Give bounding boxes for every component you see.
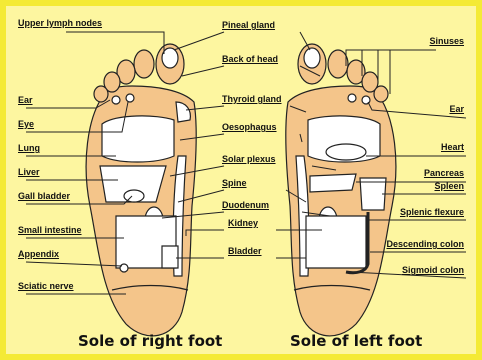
- label-pineal-gland: Pineal gland: [222, 20, 275, 31]
- label-liver: Liver: [18, 167, 40, 178]
- right-appendix-zone: [120, 264, 128, 272]
- left-eye-zone: [348, 94, 356, 102]
- label-appendix: Appendix: [18, 249, 59, 260]
- left-intestine-zone: [306, 216, 366, 268]
- label-small-intestine: Small intestine: [18, 225, 82, 236]
- right-ear-zone: [112, 96, 120, 104]
- label-upper-lymph-nodes: Upper lymph nodes: [18, 18, 102, 29]
- left-foot: [286, 44, 396, 336]
- label-eye: Eye: [18, 119, 34, 130]
- caption-right-foot: Sole of right foot: [78, 332, 222, 350]
- label-sciatic-nerve: Sciatic nerve: [18, 281, 74, 292]
- label-kidney: Kidney: [228, 218, 258, 229]
- label-ear-right-foot: Ear: [18, 95, 33, 106]
- label-duodenum: Duodenum: [222, 200, 269, 211]
- right-lung-zone: [102, 116, 174, 162]
- right-foot: [86, 44, 196, 336]
- label-sigmoid-colon: Sigmoid colon: [402, 265, 464, 276]
- right-toe-5: [94, 86, 108, 102]
- right-gall-bladder-zone: [124, 190, 144, 202]
- right-toe-2: [134, 50, 154, 78]
- left-toe-5: [374, 86, 388, 102]
- label-heart: Heart: [441, 142, 464, 153]
- label-lung: Lung: [18, 143, 40, 154]
- label-ear-left-foot: Ear: [449, 104, 464, 115]
- label-spine: Spine: [222, 178, 247, 189]
- left-toe-2: [328, 50, 348, 78]
- label-sinuses: Sinuses: [429, 36, 464, 47]
- left-pancreas-zone: [310, 174, 356, 192]
- label-solar-plexus: Solar plexus: [222, 154, 276, 165]
- label-gall-bladder: Gall bladder: [18, 191, 70, 202]
- right-eye-zone: [126, 94, 134, 102]
- label-descending-colon: Descending colon: [386, 239, 464, 250]
- label-splenic-flexure: Splenic flexure: [400, 207, 464, 218]
- label-pancreas: Pancreas: [424, 168, 464, 179]
- label-back-of-head: Back of head: [222, 54, 278, 65]
- left-pineal-zone: [304, 48, 320, 68]
- label-bladder: Bladder: [228, 246, 262, 257]
- label-oesophagus: Oesophagus: [222, 122, 277, 133]
- left-heart-zone: [326, 144, 366, 160]
- label-spleen: Spleen: [434, 181, 464, 192]
- caption-left-foot: Sole of left foot: [290, 332, 422, 350]
- label-thyroid-gland: Thyroid gland: [222, 94, 282, 105]
- right-bladder-zone: [162, 246, 178, 268]
